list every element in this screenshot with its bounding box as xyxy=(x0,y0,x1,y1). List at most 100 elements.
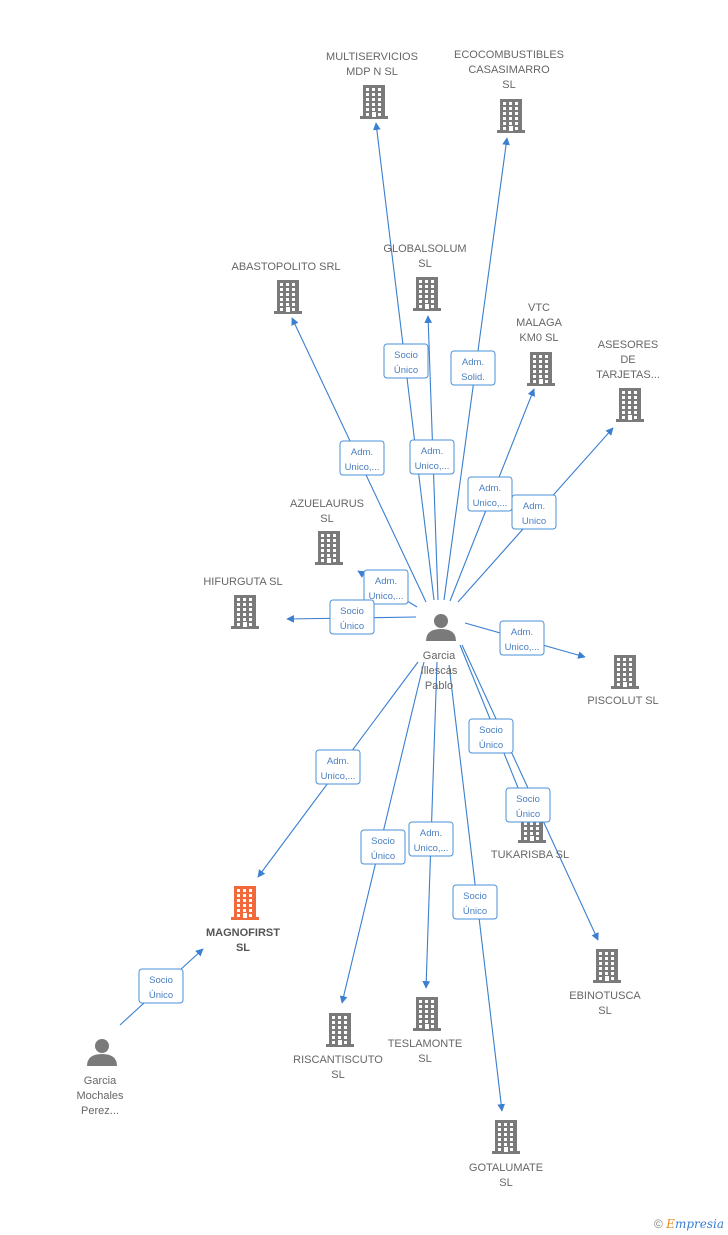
building-icon xyxy=(315,531,343,565)
node-label-line: SL xyxy=(418,258,431,270)
building-icon xyxy=(231,886,259,920)
edge-label-line: Adm. xyxy=(327,756,349,767)
edge-label-e-asesores[interactable]: Adm. Unico xyxy=(511,494,557,530)
edge-label-e-tesla[interactable]: Adm. Unico,... xyxy=(408,821,454,857)
node-multiservicios[interactable]: MULTISERVICIOS MDP N SL xyxy=(326,51,418,119)
node-label-line: SL xyxy=(236,942,250,954)
building-icon xyxy=(616,388,644,422)
node-label-line: EBINOTUSCA xyxy=(569,990,641,1002)
edge-label-line: Único xyxy=(149,990,173,1001)
edge-label-line: Adm. xyxy=(421,446,443,457)
edge-label-line: Unico,... xyxy=(369,591,404,602)
edge-label-line: Adm. xyxy=(420,828,442,839)
node-garcia-mochales[interactable]: GarciaMochalesPerez... xyxy=(76,1039,124,1117)
edge-label-e-vtc[interactable]: Adm.Unico,... xyxy=(467,476,513,512)
node-label-line: ECOCOMBUSTIBLES xyxy=(454,49,564,61)
edge-label-line: Adm. xyxy=(351,447,373,458)
building-icon xyxy=(360,85,388,119)
node-label-line: MULTISERVICIOS xyxy=(326,51,418,63)
node-ecocombustibles[interactable]: ECOCOMBUSTIBLES CASASIMARRO SL xyxy=(454,49,564,133)
building-icon xyxy=(274,280,302,314)
edge-label-line: Único xyxy=(394,365,418,376)
building-icon xyxy=(611,655,639,689)
edge-label-line: Único xyxy=(479,740,503,751)
node-label-line: AZUELAURUS xyxy=(290,498,364,510)
edge-label-e-magno[interactable]: Adm.Unico,... xyxy=(315,749,361,785)
node-label-line: Pablo xyxy=(425,680,453,692)
node-label-line: MDP N SL xyxy=(346,66,398,78)
edge-label-line: Socio xyxy=(394,350,418,361)
edge-label-line: Único xyxy=(463,906,487,917)
edge-label-line: Solid. xyxy=(461,372,485,383)
edge-label-line: Unico,... xyxy=(414,843,449,854)
building-icon xyxy=(497,99,525,133)
edge-label-line: Socio xyxy=(516,794,540,805)
node-ebinotusca[interactable]: EBINOTUSCA SL xyxy=(569,949,641,1017)
node-label-line: TUKARISBA SL xyxy=(491,849,569,861)
edge-label-e-azue[interactable]: Adm.Unico,... xyxy=(363,569,409,605)
node-label-line: Illescas xyxy=(421,665,458,677)
node-label-line: SL xyxy=(499,1177,512,1189)
node-label-line: SL xyxy=(502,79,515,91)
node-label-line: GOTALUMATE xyxy=(469,1162,543,1174)
edge-label-line: Único xyxy=(340,621,364,632)
building-icon xyxy=(231,595,259,629)
edge-label-line: Adm. xyxy=(462,357,484,368)
edge-label-line: Adm. xyxy=(479,483,501,494)
person-icon xyxy=(87,1039,117,1066)
node-label-line: Mochales xyxy=(76,1090,124,1102)
node-label-line: VTC xyxy=(528,302,550,314)
building-icon xyxy=(413,997,441,1031)
node-hifurguta[interactable]: HIFURGUTA SL xyxy=(203,576,283,629)
edge-label-line: Adm. xyxy=(523,501,545,512)
edge-label-e-global[interactable]: Adm. Unico,... xyxy=(409,439,455,475)
node-label-line: DE xyxy=(620,354,635,366)
building-icon xyxy=(593,949,621,983)
node-globalsolum[interactable]: GLOBALSOLUM SL xyxy=(383,243,467,311)
edge-label-line: Unico,... xyxy=(345,462,380,473)
edge-label-line: Socio xyxy=(149,975,173,986)
empresia-credit: © Empresia xyxy=(654,1217,724,1231)
node-label-line: SL xyxy=(598,1005,611,1017)
node-asesores[interactable]: ASESORESDETARJETAS... xyxy=(596,339,660,422)
node-label-line: TESLAMONTE xyxy=(388,1038,463,1050)
edge-label-e-eco[interactable]: Adm. Solid. xyxy=(450,350,496,386)
node-riscantiscuto[interactable]: RISCANTISCUTO SL xyxy=(293,1013,383,1081)
edge-label-line: Socio xyxy=(371,836,395,847)
node-label-line: Garcia xyxy=(84,1075,117,1087)
edge-label-line: Unico,... xyxy=(415,461,450,472)
building-icon xyxy=(527,352,555,386)
node-label-line: Perez... xyxy=(81,1105,119,1117)
node-label-line: HIFURGUTA SL xyxy=(203,576,282,588)
node-label-line: GLOBALSOLUM xyxy=(383,243,466,255)
building-icon xyxy=(326,1013,354,1047)
edge-label-line: Adm. xyxy=(511,627,533,638)
node-label-line: KM0 SL xyxy=(519,332,558,344)
edge-label-line: Unico xyxy=(522,516,546,527)
node-label-line: SL xyxy=(331,1069,344,1081)
edge-label-e-piscolut[interactable]: Adm. Unico,... xyxy=(499,620,545,656)
node-abastopolito[interactable]: ABASTOPOLITO SRL xyxy=(231,261,341,314)
edge-label-line: Único xyxy=(516,809,540,820)
building-icon xyxy=(492,1120,520,1154)
node-label-line: RISCANTISCUTO xyxy=(293,1054,383,1066)
edge-label-line: Socio xyxy=(463,891,487,902)
node-label-line: CASASIMARRO xyxy=(468,64,550,76)
node-piscolut[interactable]: PISCOLUT SL xyxy=(587,655,659,707)
edge-label-line: Unico,... xyxy=(505,642,540,653)
edge-label-e-abasto[interactable]: Adm. Unico,... xyxy=(339,440,385,476)
node-gotalumate[interactable]: GOTALUMATE SL xyxy=(469,1120,543,1189)
